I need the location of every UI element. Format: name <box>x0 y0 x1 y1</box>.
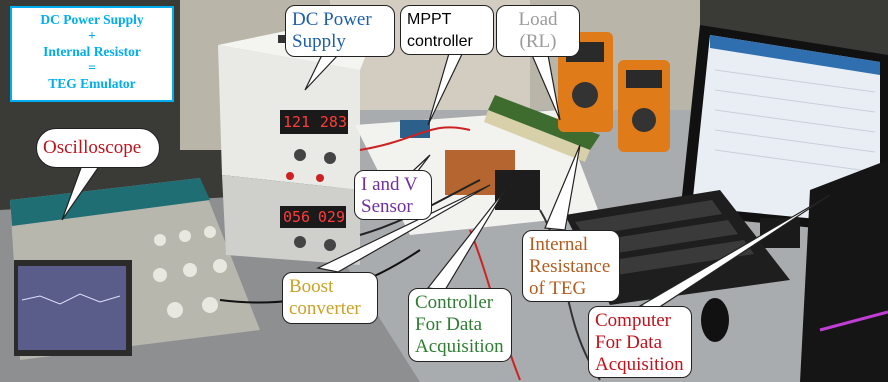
callout-computer-daq: Computer For Data Acquisition <box>588 306 692 378</box>
callout-controller-daq: Controller For Data Acquisition <box>408 288 512 362</box>
callout-text: Boost <box>289 276 334 297</box>
callout-text: I and V <box>361 174 418 195</box>
callout-text: Resistance <box>529 256 611 277</box>
psu-top-display: 121 283 <box>283 111 347 133</box>
callout-text: Sensor <box>361 196 413 217</box>
callout-text: converter <box>289 298 361 319</box>
psu-bottom-left-readout: 056 <box>283 208 311 226</box>
callout-text: (RL) <box>519 31 557 52</box>
dc-power-supply-device <box>218 28 370 265</box>
psu-top-left-readout: 121 <box>283 113 311 131</box>
callout-text: For Data <box>415 314 483 335</box>
callout-text: MPPT <box>407 11 452 28</box>
callout-text: For Data <box>595 332 663 353</box>
pc-tower <box>800 160 888 382</box>
emulator-line-2: + <box>88 28 96 43</box>
emulator-line-3: Internal Resistor <box>43 44 141 59</box>
callout-load: Load (RL) <box>496 5 580 57</box>
callout-text: Load <box>518 9 558 30</box>
multimeters <box>558 32 670 152</box>
callout-text: Acquisition <box>415 336 504 357</box>
emulator-line-1: DC Power Supply <box>40 12 144 27</box>
callout-oscilloscope: Oscilloscope <box>36 128 160 168</box>
callout-text: Oscilloscope <box>43 137 142 158</box>
psu-bottom-display: 056 029 <box>283 206 345 228</box>
callout-internal-resistance: Internal Resistance of TEG <box>522 230 620 302</box>
callout-text: Supply <box>292 31 346 52</box>
callout-iv-sensor: I and V Sensor <box>354 170 432 220</box>
psu-bottom-right-readout: 029 <box>317 208 345 226</box>
oscilloscope-device <box>10 178 260 360</box>
load-rheostat <box>484 95 600 162</box>
callout-pointers <box>61 49 831 309</box>
emulator-line-5: TEG Emulator <box>48 76 136 91</box>
callout-boost-converter: Boost converter <box>282 272 378 324</box>
callout-text: controller <box>407 33 473 50</box>
callout-text: Controller <box>415 292 494 313</box>
emulator-line-4: = <box>88 60 96 75</box>
callout-text: DC Power <box>292 9 372 30</box>
callout-text: of TEG <box>529 278 587 299</box>
callout-mppt-controller: MPPT controller <box>400 5 494 55</box>
callout-text: Internal <box>529 234 589 255</box>
callout-dc-power-supply: DC Power Supply <box>285 5 395 57</box>
psu-top-right-readout: 283 <box>319 113 347 131</box>
teg-emulator-legend-box: DC Power Supply + Internal Resistor = TE… <box>10 6 174 102</box>
callout-text: Acquisition <box>595 354 684 375</box>
callout-text: Computer <box>595 310 671 331</box>
